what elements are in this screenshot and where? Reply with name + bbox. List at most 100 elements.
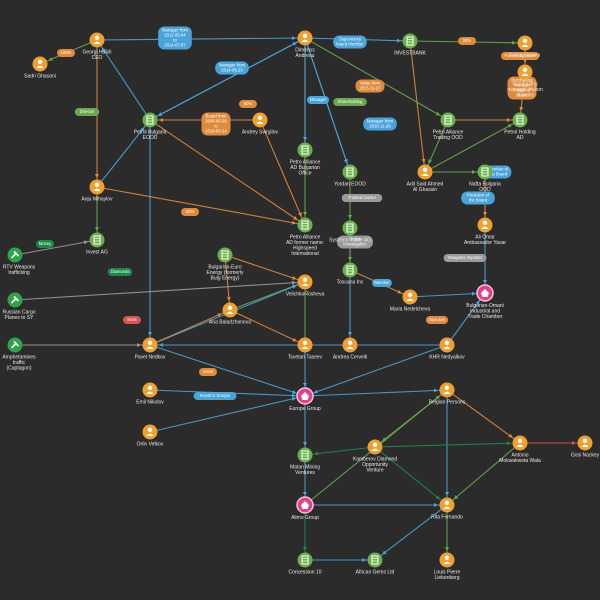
node-systems_trade[interactable]: Systems Trade AG xyxy=(329,220,371,244)
node-circle[interactable] xyxy=(89,232,105,248)
node-fatya[interactable]: Fatya Sinovia xyxy=(510,35,541,59)
node-circle[interactable] xyxy=(89,32,105,48)
node-circle[interactable] xyxy=(367,552,383,568)
node-circle[interactable] xyxy=(517,35,533,51)
node-circle[interactable] xyxy=(477,164,493,180)
node-circle[interactable] xyxy=(342,337,358,353)
edge-line xyxy=(224,254,231,311)
building-icon xyxy=(371,555,379,565)
node-pavel[interactable]: Pavel Nedkov xyxy=(135,337,166,361)
node-label: KHR Nedyalkov xyxy=(429,355,465,361)
node-gosi[interactable]: Gosi Nackey xyxy=(571,435,600,459)
edge-line xyxy=(149,37,306,121)
node-circle[interactable] xyxy=(342,220,358,236)
node-velichko[interactable]: Velichko Tosheva xyxy=(286,274,325,298)
edge-arrowhead xyxy=(303,137,307,141)
edge-label-text: 50% xyxy=(186,209,195,214)
node-label: Trade Chamber xyxy=(468,314,503,320)
edge-arrowhead xyxy=(472,170,476,174)
edge-arrowhead xyxy=(475,300,480,305)
edge-arrowhead xyxy=(291,220,297,225)
node-circle[interactable] xyxy=(342,262,358,278)
node-ibvest[interactable]: INVESTBANK xyxy=(394,33,426,57)
node-rita[interactable]: Rita Fernando xyxy=(431,497,463,521)
edge-line xyxy=(424,119,449,173)
node-circle[interactable] xyxy=(297,337,313,353)
node-african_gems[interactable]: African Gems Ltd xyxy=(356,552,395,576)
node-circle[interactable] xyxy=(297,552,313,568)
node-circle[interactable] xyxy=(297,217,313,233)
node-belgian_persons[interactable]: Belgian Persons xyxy=(429,382,466,406)
edge-label-text: Investigation xyxy=(343,242,367,247)
node-circle[interactable] xyxy=(512,435,528,451)
node-circle[interactable] xyxy=(142,382,158,398)
edge-arrowhead xyxy=(382,437,387,442)
node-circle[interactable] xyxy=(142,337,158,353)
edge-label-text: 2014-07-07 xyxy=(164,43,186,48)
node-circle[interactable] xyxy=(439,497,455,513)
node-invest_ag[interactable]: Invest AG xyxy=(86,232,108,256)
node-maria[interactable]: Maria Nedelcheva xyxy=(390,289,431,313)
node-circle[interactable] xyxy=(342,164,358,180)
node-label: Belgian Persons xyxy=(429,400,466,406)
node-sadri[interactable]: Sadri Ghasani xyxy=(24,56,56,80)
node-khr[interactable]: KHR Nedyalkov xyxy=(429,337,465,361)
node-circle[interactable] xyxy=(440,112,456,128)
node-circle[interactable] xyxy=(367,439,383,455)
node-andrea[interactable]: Andrea Cervelli xyxy=(333,337,367,361)
node-circle[interactable] xyxy=(402,289,418,305)
node-circle[interactable] xyxy=(439,382,455,398)
node-circle[interactable] xyxy=(142,112,158,128)
node-circle[interactable] xyxy=(297,30,313,46)
node-yordan_eood[interactable]: Yordan EOOD xyxy=(334,164,366,188)
node-toscana[interactable]: Toscana Inc xyxy=(337,262,364,286)
node-anju[interactable]: Anju Mihaylov xyxy=(81,179,113,203)
node-circle[interactable] xyxy=(297,447,313,463)
node-circle[interactable] xyxy=(297,274,313,290)
node-circle[interactable] xyxy=(297,142,313,158)
node-circle[interactable] xyxy=(439,552,455,568)
node-emil[interactable]: Emil Nikolov xyxy=(136,382,164,406)
node-orlin[interactable]: Orlin Velkov xyxy=(137,424,164,448)
node-label: Petrol Holding xyxy=(504,130,536,136)
node-alimo[interactable]: Alimo Group xyxy=(291,496,319,521)
node-andrey[interactable]: Andrey Svirgilov xyxy=(242,112,279,136)
node-circle[interactable] xyxy=(222,302,238,318)
edge-label-text: Manager from xyxy=(367,119,394,124)
node-circle[interactable] xyxy=(439,337,455,353)
node-circle[interactable] xyxy=(217,247,233,263)
node-tsvetan[interactable]: Tsvetan Taseev xyxy=(288,337,323,361)
edge-line xyxy=(96,119,151,188)
node-circle[interactable] xyxy=(512,112,528,128)
person-icon-body xyxy=(421,173,429,176)
node-circle[interactable] xyxy=(577,435,593,451)
node-europe_group[interactable]: Europe Group xyxy=(289,387,321,412)
node-circle[interactable] xyxy=(402,33,418,49)
node-ana[interactable]: Ana Baladzhanova xyxy=(209,302,251,326)
node-circle[interactable] xyxy=(142,424,158,440)
edge-line xyxy=(96,39,151,121)
person-icon-head xyxy=(94,182,100,187)
node-concession[interactable]: Concession 10 xyxy=(288,552,322,576)
node-circle[interactable] xyxy=(32,56,48,72)
